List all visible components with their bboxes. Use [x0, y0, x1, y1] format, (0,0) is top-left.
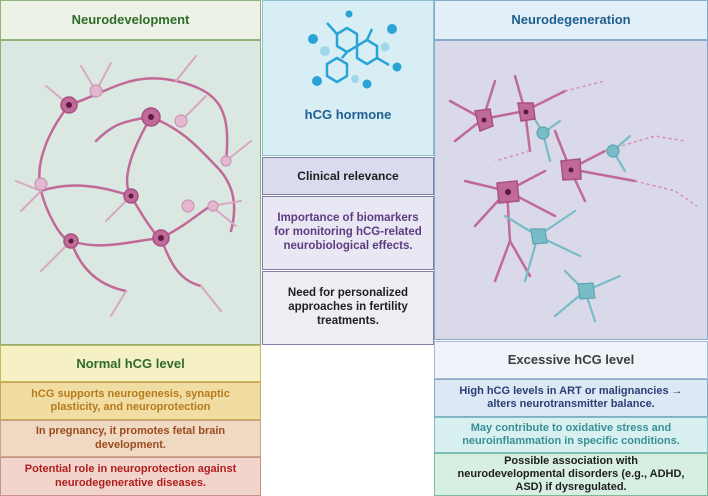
- left-item-2: In pregnancy, it promotes fetal brain de…: [0, 420, 261, 457]
- right-item-3: Possible association with neurodevelopme…: [434, 453, 708, 496]
- right-header: Neurodegeneration: [434, 0, 708, 40]
- left-subtitle: Normal hCG level: [76, 355, 185, 371]
- clinical-item-2: Need for personalized approaches in fert…: [262, 271, 434, 345]
- hcg-hormone-panel: hCG hormone: [262, 0, 434, 156]
- left-title: Neurodevelopment: [71, 12, 190, 28]
- hcg-title: hCG hormone: [304, 107, 392, 122]
- molecule-icon: [308, 10, 402, 89]
- clinical-relevance-header: Clinical relevance: [262, 157, 434, 195]
- damaged-neurons-image: [448, 74, 698, 323]
- right-item-2: May contribute to oxidative stress and n…: [434, 417, 708, 453]
- right-item-1: High hCG levels in ART or malignancies →…: [434, 379, 708, 417]
- clinical-title: Clinical relevance: [297, 168, 399, 183]
- left-item-3: Potential role in neuroprotection agains…: [0, 457, 261, 496]
- left-subtitle-box: Normal hCG level: [0, 345, 261, 382]
- neuron-network-image: [15, 55, 252, 317]
- clinical-item-1: Importance of biomarkers for monitoring …: [262, 196, 434, 270]
- left-header: Neurodevelopment: [0, 0, 261, 40]
- neurodevelopment-illustration: [0, 40, 261, 345]
- left-item-1: hCG supports neurogenesis, synaptic plas…: [0, 382, 261, 420]
- right-subtitle: Excessive hCG level: [507, 352, 635, 368]
- right-title: Neurodegeneration: [511, 12, 631, 28]
- neurodegeneration-illustration: [434, 40, 708, 340]
- right-subtitle-box: Excessive hCG level: [434, 341, 708, 379]
